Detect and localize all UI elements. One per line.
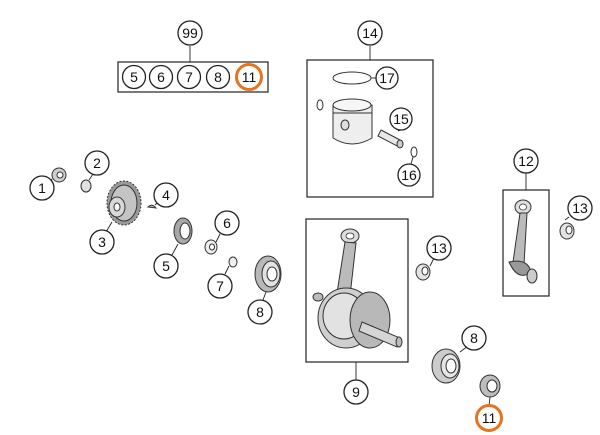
main-bearing-left-part (254, 255, 282, 293)
bearing-13-lower-part (415, 263, 431, 281)
svg-text:9: 9 (352, 384, 360, 400)
callout-8-left[interactable]: 8 (247, 299, 273, 325)
svg-text:13: 13 (431, 240, 447, 256)
leader-13-upper (564, 216, 570, 221)
callout-99[interactable]: 99 (177, 20, 203, 46)
svg-text:4: 4 (162, 187, 170, 203)
callout-7[interactable]: 7 (207, 273, 233, 299)
callout-8-right[interactable]: 8 (461, 325, 487, 351)
svg-text:15: 15 (393, 111, 409, 127)
svg-text:6: 6 (223, 215, 231, 231)
crankshaft-part (312, 228, 403, 349)
piston-ring-part (332, 71, 372, 85)
kit-item-8[interactable]: 8 (205, 64, 231, 90)
callout-5[interactable]: 5 (153, 253, 179, 279)
callout-13-lower[interactable]: 13 (426, 235, 452, 261)
svg-text:16: 16 (401, 167, 417, 183)
callout-13-upper[interactable]: 13 (567, 195, 593, 221)
main-bearing-right-part (431, 348, 461, 384)
svg-text:3: 3 (98, 234, 106, 250)
circlip-left-part (316, 99, 324, 111)
callout-11-highlighted[interactable]: 11 (475, 404, 503, 432)
leader-2 (88, 173, 94, 181)
svg-text:14: 14 (362, 25, 378, 41)
callout-2[interactable]: 2 (84, 150, 110, 176)
spacer-ring-part (228, 256, 238, 268)
bearing-13-upper-part (559, 222, 575, 240)
piston-group-frame (306, 59, 434, 198)
svg-text:8: 8 (214, 69, 222, 85)
leader-7 (224, 265, 230, 275)
callout-17[interactable]: 17 (375, 66, 399, 90)
svg-text:1: 1 (38, 180, 46, 196)
conrod-part (508, 199, 538, 284)
svg-text:7: 7 (216, 278, 224, 294)
svg-text:12: 12 (518, 153, 534, 169)
svg-text:13: 13 (572, 200, 588, 216)
washer-part (80, 179, 92, 193)
svg-text:11: 11 (482, 410, 497, 426)
leader-3 (105, 221, 113, 233)
kit-item-6[interactable]: 6 (148, 64, 174, 90)
callout-3[interactable]: 3 (89, 229, 115, 255)
svg-text:17: 17 (379, 70, 395, 86)
svg-text:99: 99 (182, 25, 198, 41)
kit-item-11-highlighted[interactable]: 11 (235, 63, 263, 91)
nut-part (51, 167, 67, 183)
callout-4[interactable]: 4 (153, 182, 179, 208)
callout-15[interactable]: 15 (389, 107, 413, 131)
crankshaft-group-frame (305, 218, 409, 363)
svg-text:7: 7 (185, 69, 193, 85)
circlip-right-part (410, 146, 418, 158)
kit-item-5[interactable]: 5 (121, 64, 147, 90)
leader-13-lower (429, 257, 435, 267)
svg-text:6: 6 (157, 69, 165, 85)
woodruff-key-part (146, 204, 158, 209)
primary-gear-part (106, 180, 142, 226)
svg-text:11: 11 (242, 69, 257, 85)
kit-item-7[interactable]: 7 (176, 64, 202, 90)
piston-part (332, 98, 373, 145)
callout-14[interactable]: 14 (357, 20, 383, 46)
leader-16 (410, 156, 414, 165)
leader-5 (171, 243, 179, 256)
kit-frame (117, 61, 269, 93)
callout-1[interactable]: 1 (29, 175, 55, 201)
leader-6 (215, 233, 221, 243)
conrod-group-frame (502, 189, 550, 297)
callout-9[interactable]: 9 (343, 379, 369, 405)
svg-text:5: 5 (130, 69, 138, 85)
callout-12[interactable]: 12 (513, 148, 539, 174)
leader-8-left (262, 291, 267, 301)
oil-seal-right-part (479, 374, 501, 398)
svg-text:8: 8 (470, 330, 478, 346)
shim-washer-part (204, 239, 218, 255)
svg-text:8: 8 (256, 304, 264, 320)
callout-16[interactable]: 16 (397, 163, 421, 187)
svg-text:5: 5 (162, 258, 170, 274)
shaft-seal-left-part (173, 217, 193, 245)
piston-pin-part (377, 129, 404, 149)
callout-6[interactable]: 6 (214, 210, 240, 236)
svg-text:2: 2 (93, 155, 101, 171)
